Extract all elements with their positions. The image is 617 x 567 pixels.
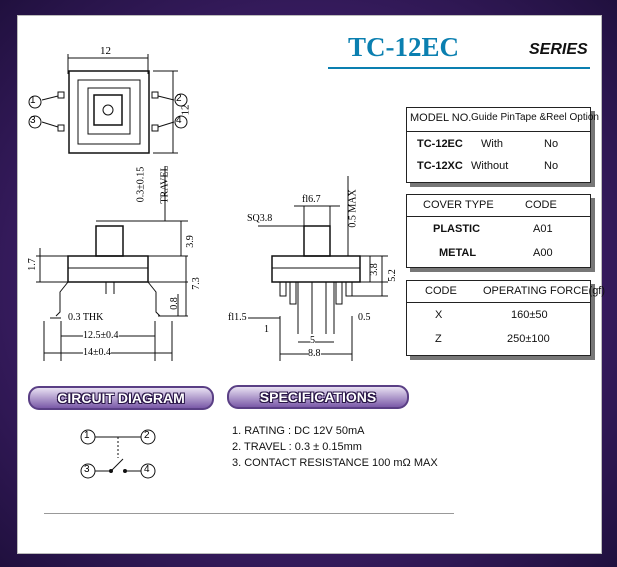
title-underline (328, 67, 590, 69)
dim-thk: 0.3 THK (68, 312, 104, 323)
dim-14: 14±0.4 (83, 347, 111, 358)
pin-label-1: 1 (30, 95, 36, 106)
model-header-tape: Tape &Reel Option (515, 112, 599, 123)
force-table: CODE OPERATING FORCE(gf) X 160±50 Z 250±… (406, 280, 605, 356)
dim-5-2: 5.2 (386, 269, 398, 282)
dim-travel-value: 0.3±0.15 (135, 166, 147, 203)
circuit-pin-4: 4 (144, 464, 150, 475)
dim-0-8: 0.8 (168, 297, 180, 310)
dim-1-7: 1.7 (26, 258, 38, 271)
dim-3-8: 3.8 (368, 263, 380, 276)
model-table: MODEL NO. Guide Pin Tape &Reel Option TC… (406, 107, 599, 183)
mechanical-drawing (28, 54, 388, 361)
force-header-code: CODE (425, 285, 457, 297)
dim-fl6-7: fl6.7 (302, 194, 321, 205)
dim-8-8: 8.8 (308, 348, 321, 359)
cover-header-type: COVER TYPE (423, 199, 494, 211)
spec-rating: 1. RATING : DC 12V 50mA (232, 425, 365, 437)
pin-label-4: 4 (176, 115, 182, 126)
circuit-pin-2: 2 (144, 430, 150, 441)
dim-12-5: 12.5±0.4 (83, 330, 119, 341)
pin-label-2: 2 (176, 93, 182, 104)
product-title: TC-12EC (348, 32, 460, 62)
cover-table: COVER TYPE CODE PLASTIC A01 METAL A00 (406, 194, 591, 268)
model-header-guide: Guide Pin (471, 112, 515, 123)
circuit-symbol (80, 429, 156, 479)
dim-3-9: 3.9 (184, 235, 196, 248)
dim-1: 1 (264, 324, 269, 335)
force-header-force: OPERATING FORCE(gf) (483, 285, 606, 297)
series-label: SERIES (529, 41, 588, 58)
specifications-heading: SPECIFICATIONS (227, 385, 409, 409)
dim-5: 5 (310, 335, 315, 346)
cover-header-code: CODE (525, 199, 557, 211)
dim-0-5: 0.5 (358, 312, 371, 323)
dim-fl1-5: fl1.5 (228, 312, 247, 323)
model-header-model: MODEL NO. (410, 112, 472, 124)
spec-travel: 2. TRAVEL : 0.3 ± 0.15mm (232, 441, 362, 453)
dim-7-3: 7.3 (190, 277, 202, 290)
footer-rule (44, 513, 454, 514)
circuit-pin-3: 3 (84, 464, 90, 475)
datasheet: TC-12EC SERIES (17, 15, 605, 554)
circuit-diagram-heading: CIRCUIT DIAGRAM (28, 386, 214, 410)
pin-label-3: 3 (30, 115, 36, 126)
dim-top-height: 12 (179, 104, 192, 116)
dim-top-width: 12 (100, 45, 111, 57)
dim-0-5-max: 0.5 MAX (347, 189, 359, 228)
spec-contact-resistance: 3. CONTACT RESISTANCE 100 mΩ MAX (232, 457, 438, 469)
dim-sq3-8: SQ3.8 (247, 213, 273, 224)
dim-travel-label: TRAVEL (159, 165, 171, 204)
circuit-pin-1: 1 (84, 430, 90, 441)
